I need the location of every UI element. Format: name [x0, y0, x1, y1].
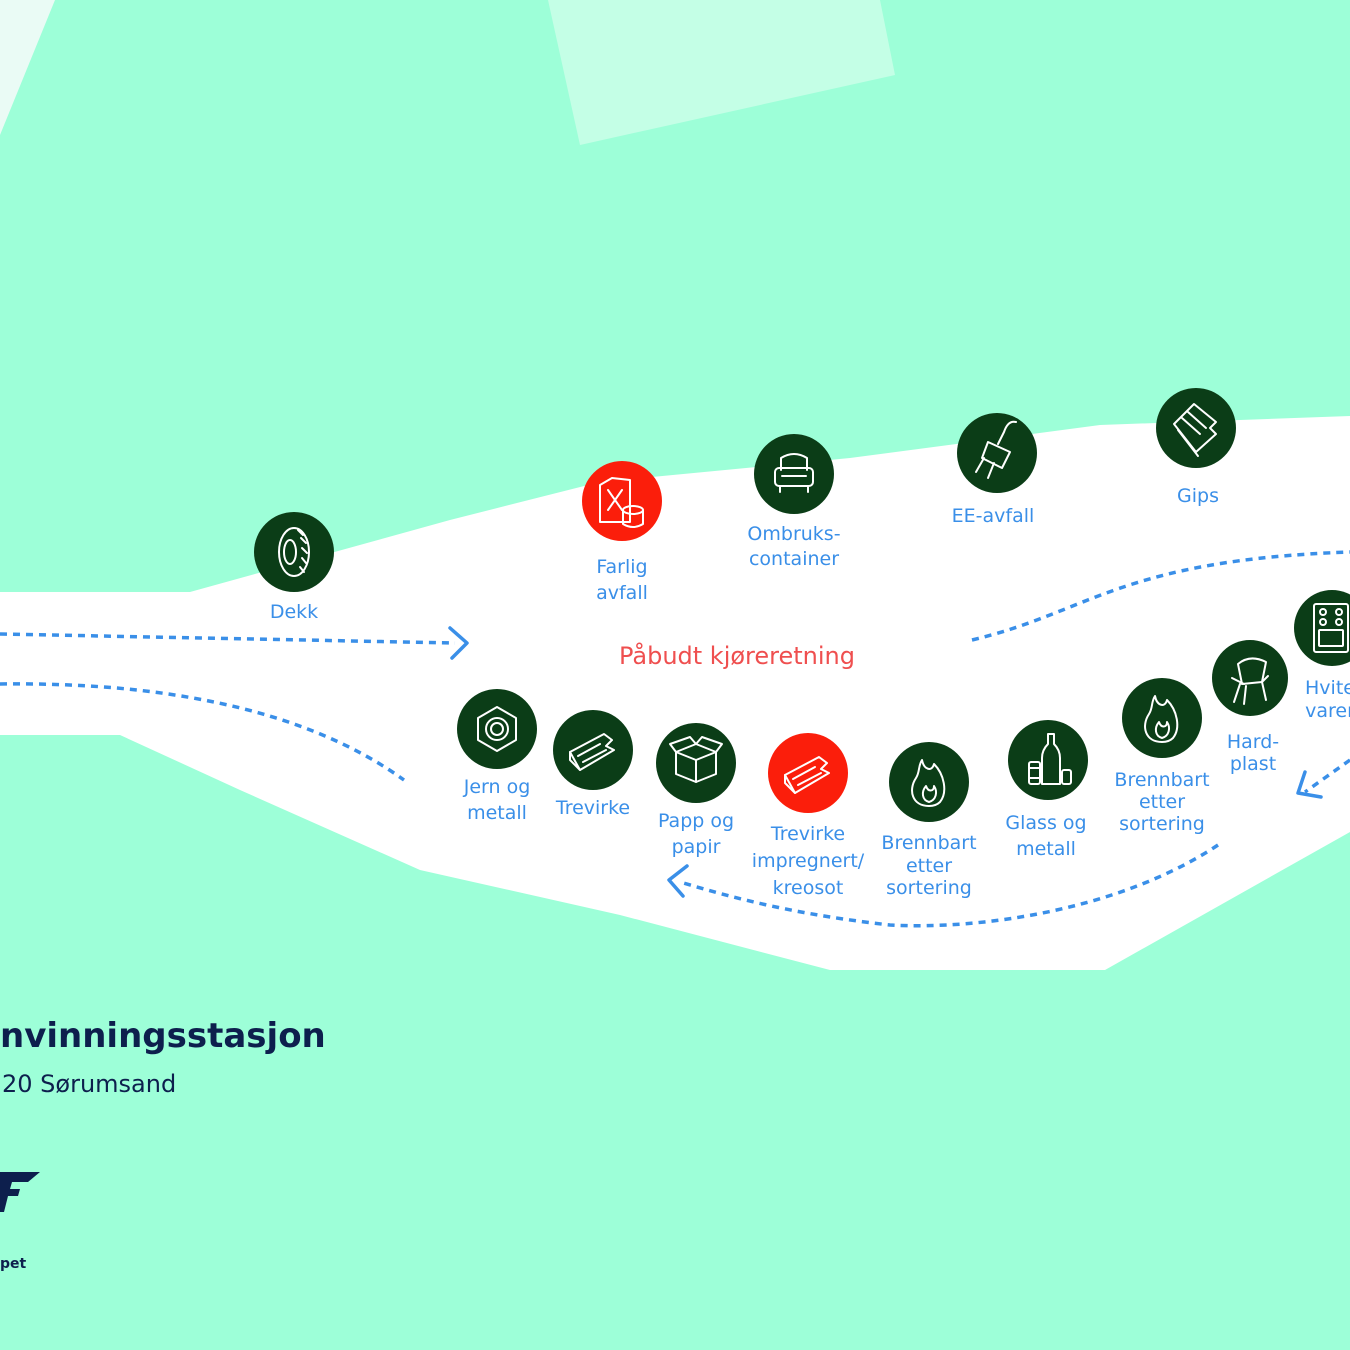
- station-trevirke-impregnert-marker: [768, 733, 848, 813]
- station-brennbart-2-marker: [1122, 678, 1202, 758]
- station-address: 20 Sørumsand: [2, 1070, 176, 1098]
- station-trevirke-marker: [553, 710, 633, 790]
- road-area: [0, 416, 1350, 970]
- corner-area: [0, 0, 55, 135]
- station-label: EE-avfall: [952, 505, 1035, 527]
- stove-icon: [1313, 603, 1349, 653]
- station-brennbart-1-marker: [889, 742, 969, 822]
- hazardous-waste-icon: [599, 477, 644, 528]
- station-label: Dekk: [270, 601, 318, 623]
- direction-notice: Påbudt kjøreretning: [619, 641, 855, 670]
- logo-mark: [0, 1172, 40, 1212]
- logo-caption: pet: [0, 1256, 27, 1272]
- station-label: Trevirke: [555, 797, 630, 819]
- bottles-cans-icon: [1028, 733, 1072, 785]
- station-jern-metall-marker: [457, 689, 537, 769]
- plasterboard-icon: [1173, 403, 1217, 457]
- tire-icon: [278, 527, 310, 577]
- plastic-chair-icon: [1231, 657, 1269, 705]
- station-label: Gips: [1177, 485, 1219, 507]
- station-ombruk[interactable]: Ombruks-container: [747, 434, 841, 570]
- treated-wood-icon: [784, 756, 830, 794]
- flame-icon: [1144, 695, 1179, 743]
- metal-nut-icon: [477, 706, 517, 752]
- station-ombruk-marker: [754, 434, 834, 514]
- station-glass-metall-marker: [1008, 720, 1088, 800]
- station-dekk-marker: [254, 512, 334, 592]
- station-hardplast-marker: [1212, 640, 1288, 716]
- wood-beam-icon: [569, 733, 615, 771]
- station-trevirke[interactable]: Trevirke: [553, 710, 633, 819]
- station-gips-marker: [1156, 388, 1236, 468]
- company-logo: pet: [0, 1172, 40, 1272]
- armchair-icon: [774, 453, 814, 493]
- station-ee-avfall[interactable]: EE-avfall: [952, 413, 1037, 527]
- electric-plug-icon: [975, 420, 1017, 479]
- station-farlig-avfall-marker: [582, 461, 662, 541]
- station-gips[interactable]: Gips: [1156, 388, 1236, 507]
- station-title: nvinningsstasjon: [0, 1016, 326, 1056]
- building: [548, 0, 895, 145]
- station-label: Ombruks-container: [747, 523, 840, 570]
- cardboard-box-icon: [669, 736, 723, 783]
- station-dekk[interactable]: Dekk: [254, 512, 334, 623]
- station-label: Hard-plast: [1227, 731, 1279, 775]
- station-ee-avfall-marker: [957, 413, 1037, 493]
- direction-arrows: [0, 550, 1350, 928]
- station-hardplast[interactable]: Hard-plast: [1212, 640, 1288, 775]
- flame-icon: [911, 759, 946, 807]
